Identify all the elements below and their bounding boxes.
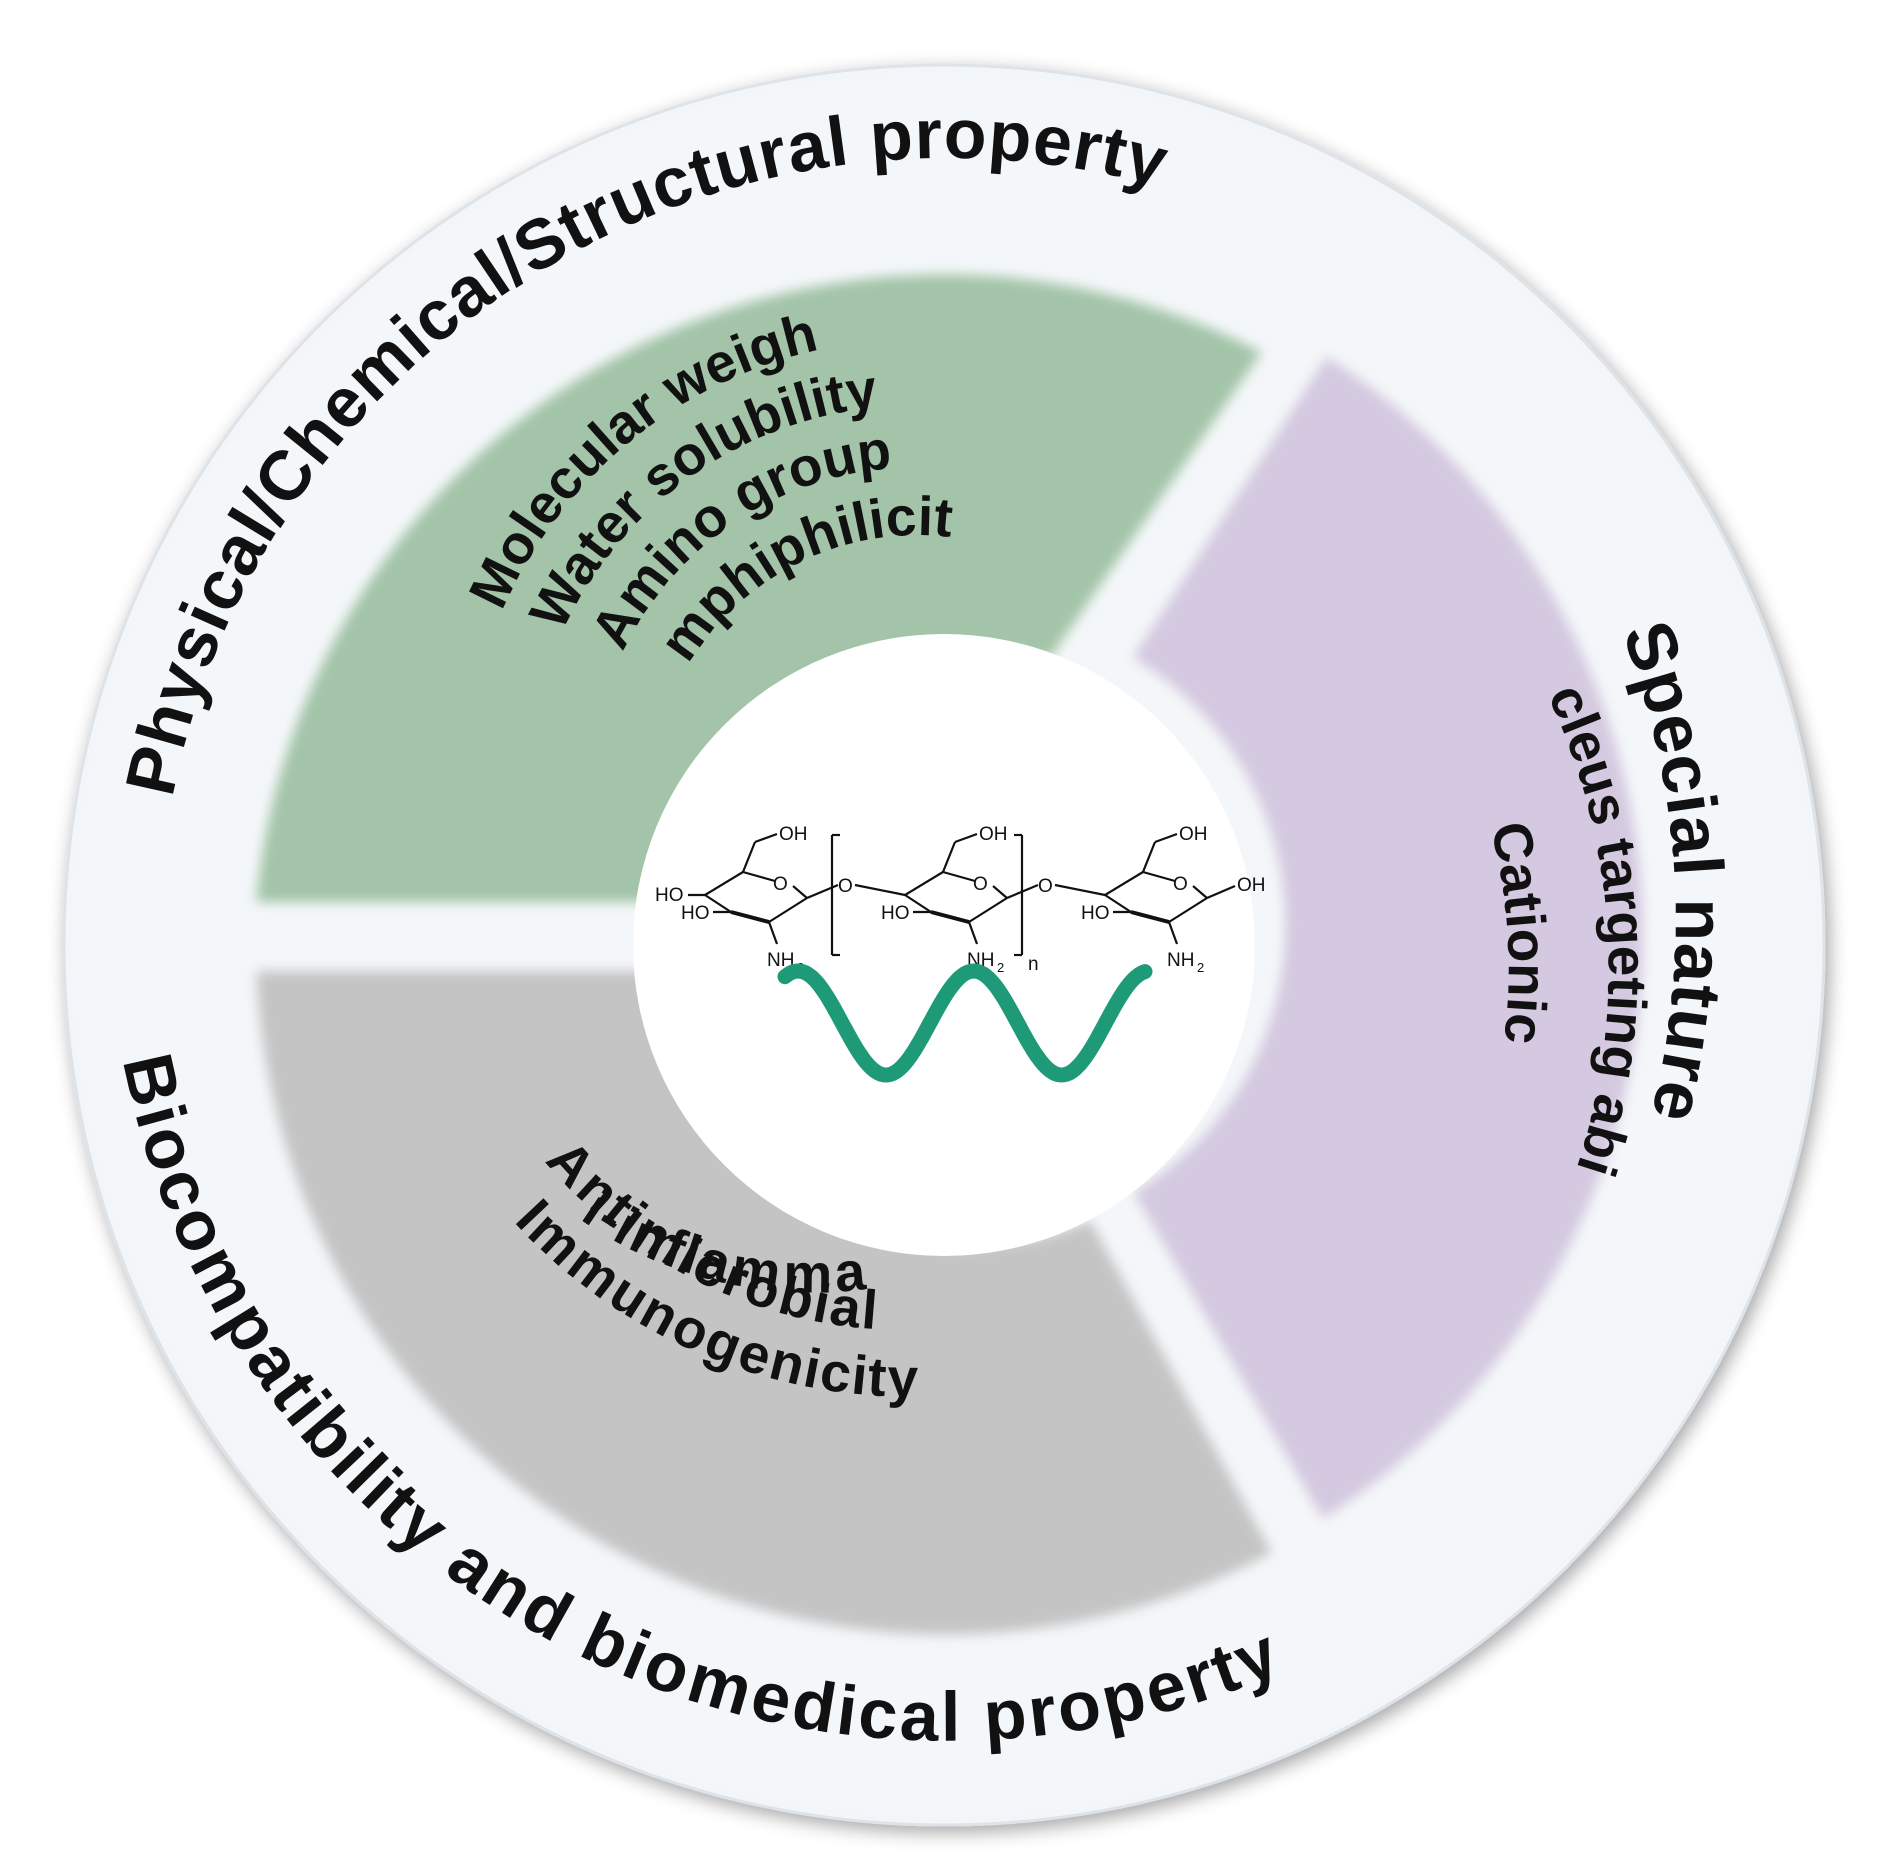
hydroxyl-label: HO (681, 903, 710, 924)
hydroxyl-label: OH (1237, 875, 1266, 896)
bond (704, 894, 732, 913)
hydroxyl-label: OH (1179, 824, 1208, 845)
polymer-wave-icon (777, 963, 1153, 1083)
bond (792, 885, 808, 899)
bond (1192, 885, 1208, 899)
glycosidic-oxygen-label: O (1038, 876, 1053, 897)
ring-oxygen-label: O (773, 874, 788, 895)
glycosidic-oxygen-label: O (838, 876, 853, 897)
ring-oxygen-label: O (973, 874, 988, 895)
hydroxyl-label: OH (979, 824, 1008, 845)
amine-subscript: 2 (997, 960, 1004, 975)
bond (904, 894, 932, 913)
bond (967, 921, 979, 945)
bond (1168, 897, 1208, 923)
bond (1142, 870, 1176, 883)
bond (942, 870, 976, 883)
bond (1206, 884, 1236, 900)
bond (1104, 871, 1144, 896)
bond (742, 870, 776, 883)
hydroxyl-label: HO (881, 903, 910, 924)
bond (968, 897, 1008, 923)
sector-bio (256, 971, 1272, 1635)
bond (954, 832, 978, 844)
ring-oxygen-label: O (1173, 874, 1188, 895)
bond (741, 841, 757, 873)
amine-label: NH (767, 950, 794, 971)
bond (768, 897, 808, 923)
amine-label: NH (1167, 950, 1194, 971)
hydroxyl-label: HO (655, 885, 684, 906)
bond (1054, 883, 1106, 897)
bond (992, 885, 1008, 899)
bond (730, 910, 770, 924)
bond (754, 832, 778, 844)
bond (1104, 894, 1132, 913)
sector-physical (256, 274, 1262, 902)
bond (704, 871, 744, 896)
bond (930, 910, 970, 924)
bond (1141, 841, 1157, 873)
hydroxyl-label: OH (779, 824, 808, 845)
bond (1154, 832, 1178, 844)
repeat-n-label: n (1028, 954, 1039, 975)
bond (904, 871, 944, 896)
bond (1130, 910, 1170, 924)
bond (767, 921, 779, 945)
bond (854, 883, 906, 897)
bond (1167, 921, 1179, 945)
center-disc (633, 634, 1255, 1256)
hydroxyl-label: HO (1081, 903, 1110, 924)
sector-special (1132, 356, 1644, 1519)
amine-subscript: 2 (1197, 960, 1204, 975)
bond (941, 841, 957, 873)
